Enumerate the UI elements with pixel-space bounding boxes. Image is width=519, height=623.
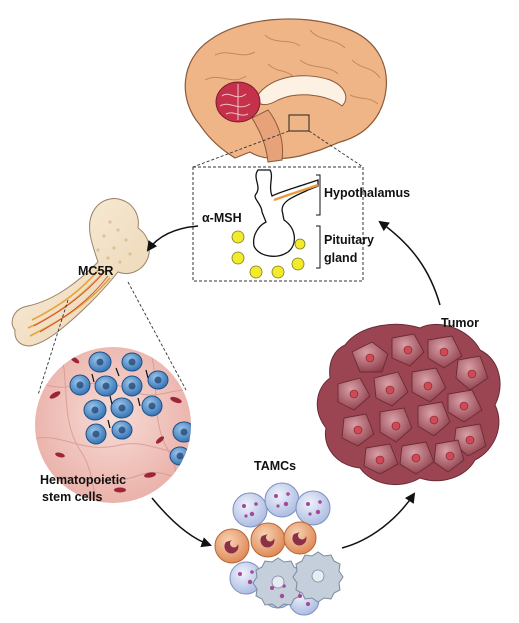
mc5r-label: MC5R <box>78 264 113 278</box>
tumor-cluster-icon: Tumor <box>316 316 501 486</box>
corpus-callosum <box>254 75 347 107</box>
brainstem <box>251 109 284 163</box>
tamc-cluster-icon: TAMCs <box>214 459 344 616</box>
tamcs-label: TAMCs <box>254 459 296 473</box>
arrow-tamcs-to-tumor <box>341 492 416 549</box>
bone-icon: MC5R <box>11 198 150 347</box>
marrow-zoom-lines <box>37 281 187 396</box>
hypothalamus-bracket <box>316 174 321 216</box>
brain-illustration <box>184 18 387 163</box>
hypothalamus-label: Hypothalamus <box>324 186 410 200</box>
cerebellum <box>215 81 261 123</box>
alpha-msh-dots <box>231 230 306 279</box>
zoom-lines <box>192 130 364 168</box>
tumor-label: Tumor <box>441 316 479 330</box>
arrow-msh-to-bone <box>146 225 199 252</box>
tumor-nuclei <box>349 345 477 465</box>
pituitary-label-line1: Pituitary <box>324 233 374 247</box>
pituitary-bracket <box>316 225 321 269</box>
flow-arrows <box>146 220 441 549</box>
alpha-msh-label: α-MSH <box>202 211 242 225</box>
arrow-hsc-to-tamcs <box>151 497 212 548</box>
bone-marrow-icon: Hematopoietic stem cells <box>35 347 191 504</box>
arrow-tumor-to-pituitary <box>378 220 441 306</box>
pituitary-inset: Hypothalamus α-MSH Pituitary gland <box>192 166 410 282</box>
tamc-orange-cells <box>214 521 317 564</box>
hsc-label-line1: Hematopoietic <box>40 473 126 487</box>
hsc-label-line2: stem cells <box>42 490 103 504</box>
zoom-box <box>288 114 310 132</box>
pituitary-label-line2: gland <box>324 251 357 265</box>
